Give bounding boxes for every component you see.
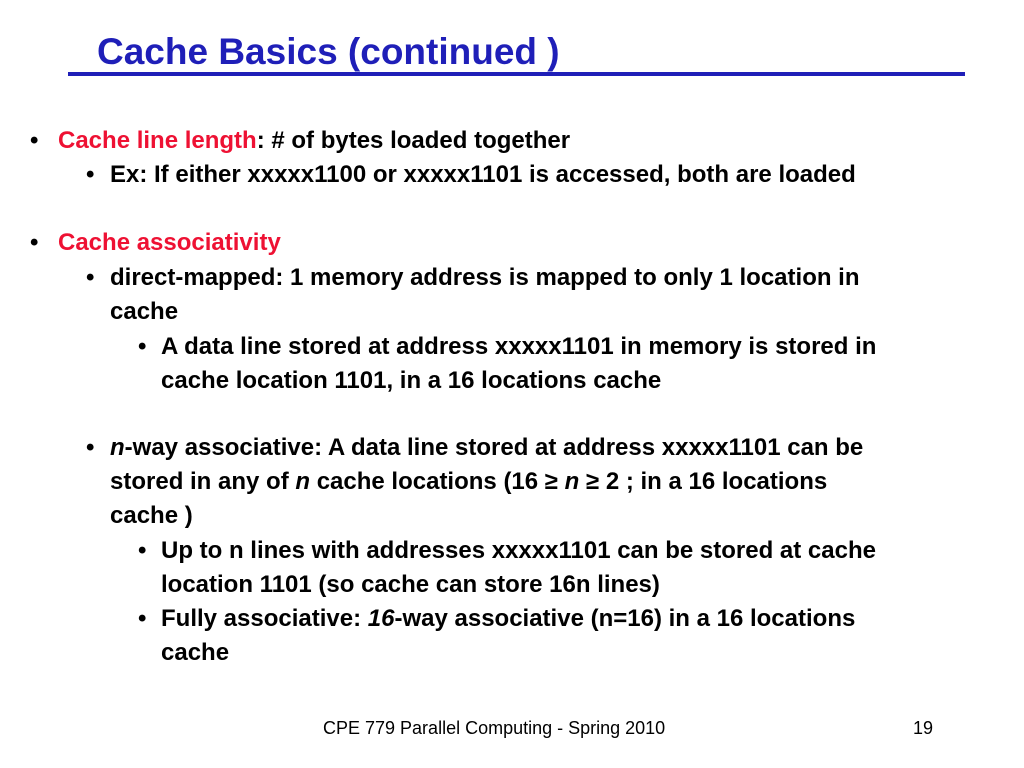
- sub-sub-bullet-upto-line2: location 1101 (so cache can store 16n li…: [161, 571, 660, 598]
- bullet-marker: •: [86, 434, 95, 461]
- bullet-marker: •: [138, 537, 147, 564]
- page-number: 19: [913, 718, 934, 738]
- italic-n: n: [295, 468, 311, 495]
- sub-sub-bullet-upto-line1: Up to n lines with addresses xxxxx1101 c…: [161, 537, 876, 564]
- sub-sub-bullet-dm-example-line1: A data line stored at address xxxxx1101 …: [161, 333, 877, 360]
- term-cache-line-length: Cache line length: [58, 127, 257, 154]
- fully-assoc-part-b: -way associative (n=16) in a 16 location…: [394, 605, 856, 632]
- nway-line2-part-c: ≥ 2 ; in a 16 locations: [579, 468, 828, 495]
- title-underline: [68, 72, 965, 76]
- nway-line2-part-b: cache locations (16 ≥: [310, 468, 565, 495]
- sub-bullet-direct-mapped-line1: direct-mapped: 1 memory address is mappe…: [110, 264, 860, 291]
- bullet-marker: •: [30, 127, 39, 154]
- slide-title: Cache Basics (continued ): [97, 31, 560, 72]
- nway-line1-text: -way associative: A data line stored at …: [124, 434, 864, 461]
- sub-bullet-nway-line2: stored in any of n cache locations (16 ≥…: [110, 465, 827, 499]
- bullet-marker: •: [86, 161, 95, 188]
- sub-bullet-example: Ex: If either xxxxx1100 or xxxxx1101 is …: [110, 161, 856, 188]
- definition-text: : # of bytes loaded together: [256, 127, 571, 154]
- nway-line2-part-a: stored in any of: [110, 468, 296, 495]
- bullet-marker: •: [86, 264, 95, 291]
- italic-n: n: [110, 434, 125, 461]
- sub-bullet-nway-line3: cache ): [110, 502, 193, 529]
- sub-sub-bullet-fully-assoc-line2: cache: [161, 639, 230, 666]
- sub-sub-bullet-fully-assoc-line1: Fully associative: 16-way associative (n…: [161, 602, 855, 636]
- bullet-marker: •: [138, 333, 147, 360]
- sub-bullet-nway-line1: n-way associative: A data line stored at…: [110, 431, 863, 465]
- sub-bullet-direct-mapped-line2: cache: [110, 298, 179, 325]
- bullet-marker: •: [138, 605, 147, 632]
- fully-assoc-part-a: Fully associative:: [161, 605, 368, 632]
- bullet-cache-line-length: Cache line length: # of bytes loaded tog…: [58, 124, 570, 158]
- footer-course-text: CPE 779 Parallel Computing - Spring 2010: [323, 718, 666, 738]
- bullet-marker: •: [30, 229, 39, 256]
- italic-16: 16: [367, 605, 395, 632]
- term-cache-associativity: Cache associativity: [58, 229, 281, 256]
- italic-n: n: [564, 468, 580, 495]
- sub-sub-bullet-dm-example-line2: cache location 1101, in a 16 locations c…: [161, 367, 662, 394]
